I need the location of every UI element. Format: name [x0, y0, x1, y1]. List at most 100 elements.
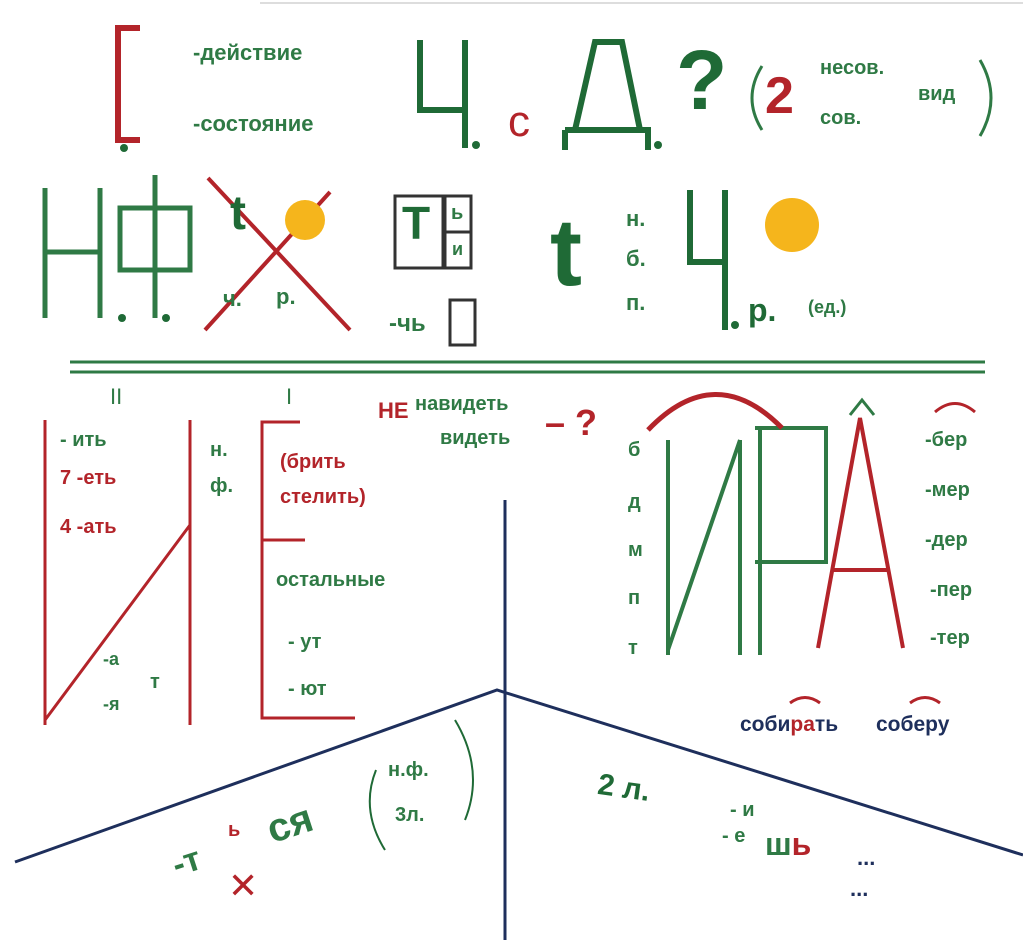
paren-open-bottom — [368, 769, 386, 851]
ending-sh: шь — [765, 828, 811, 860]
dot-d — [654, 141, 662, 149]
letter-i-ira — [666, 439, 742, 655]
box-t — [393, 194, 445, 270]
letter-d-big — [562, 39, 651, 150]
roman-i: I — [286, 384, 293, 409]
label-brit: (брить — [280, 451, 346, 473]
ending-yut: - ют — [288, 678, 327, 700]
dot-ch2 — [731, 321, 739, 329]
label-p-dot: п. — [626, 290, 646, 315]
box-t-letter: Т — [402, 197, 431, 249]
ellipsis-2: ... — [850, 876, 869, 901]
big-t: t — [550, 199, 582, 306]
small-s: с — [508, 97, 530, 146]
crossed-t: t — [230, 187, 246, 240]
arc-over-ira — [646, 392, 784, 432]
root-item: -пер — [930, 579, 973, 601]
letter-n-big — [42, 188, 103, 318]
label-b-dot: б. — [626, 246, 646, 271]
sobirat-part3: ть — [814, 713, 839, 736]
label-navidet: навидеть — [415, 393, 509, 415]
label-videt: видеть — [440, 427, 511, 449]
ending-it: - ить — [60, 429, 107, 451]
label-other: остальные — [276, 569, 386, 591]
hat-over-a — [848, 397, 876, 416]
label-3l: 3л. — [395, 804, 425, 826]
ending-e: - е — [722, 825, 746, 847]
ending-at: 4 -ать — [60, 516, 117, 538]
root-item: -дер — [925, 529, 968, 551]
arc-soberu — [909, 696, 941, 705]
label-r-big: р. — [748, 292, 777, 328]
two-red: 2 — [765, 67, 794, 125]
verb-g-symbol — [115, 25, 140, 143]
label-n-dot: н. — [626, 206, 646, 231]
paren-close-top — [978, 59, 993, 137]
arc-sobirat — [789, 696, 821, 705]
root-item: -мер — [925, 479, 970, 501]
box-i — [443, 230, 473, 270]
box-soft-letter: ь — [451, 202, 464, 224]
box-i-letter: и — [452, 239, 464, 259]
ira-letter: б — [628, 439, 641, 461]
ira-letter: д — [628, 491, 641, 513]
letter-ch-2 — [687, 190, 728, 330]
ira-letter: т — [628, 637, 638, 659]
root-item: -тер — [930, 627, 970, 649]
red-x-mark: ✕ — [228, 865, 259, 906]
ending-ut: - ут — [288, 631, 322, 653]
paren-close-bottom — [454, 719, 474, 821]
label-2l: 2 л. — [595, 768, 653, 808]
ending-a: -а — [103, 649, 120, 669]
smiley-face-2 — [765, 198, 819, 252]
roof-lines — [14, 688, 1023, 864]
ira-letter: м — [628, 539, 643, 561]
dot-f — [162, 314, 170, 322]
bracket-ii — [43, 420, 192, 725]
label-dash-question: – ? — [545, 402, 598, 443]
sh-letter: ш — [765, 826, 792, 862]
ira-letter: п — [628, 587, 641, 609]
letter-r-ira — [755, 426, 828, 655]
letter-ch-big — [417, 40, 468, 148]
example-soberu: соберу — [876, 714, 949, 735]
soberu-part2: ру — [925, 713, 950, 736]
ending-et: 7 -еть — [60, 467, 117, 489]
soberu-part1: собе — [876, 713, 926, 736]
dot-ch — [472, 141, 480, 149]
sh-soft-sign: ь — [791, 826, 812, 862]
label-t-small: т — [150, 671, 160, 693]
label-ne: НЕ — [378, 398, 409, 423]
example-sobirat: собирать — [740, 714, 838, 735]
nf-n: н. — [210, 439, 228, 461]
suffix-soft: ь — [228, 819, 241, 841]
label-action: -действие — [193, 40, 303, 65]
letter-f-big — [117, 175, 193, 318]
label-ch: ч. — [223, 286, 242, 311]
sobirat-part1: соби — [740, 713, 791, 736]
label-r: р. — [276, 284, 296, 309]
label-ch-suffix: -чь — [389, 310, 426, 337]
root-item: -бер — [925, 429, 968, 451]
label-vid: вид — [918, 83, 956, 105]
label-state: -состояние — [193, 111, 314, 136]
label-nf: н.ф. — [388, 759, 429, 781]
label-ed: (ед.) — [808, 297, 847, 317]
smiley-face-1 — [285, 200, 325, 240]
arc-over-roots — [934, 402, 976, 414]
big-question-mark: ? — [676, 33, 728, 127]
bracket-i — [260, 420, 355, 720]
roman-ii: II — [110, 384, 123, 409]
sobirat-part2: ра — [790, 713, 815, 736]
paren-open-top — [750, 65, 764, 131]
dot-n — [118, 314, 126, 322]
empty-box — [448, 298, 477, 347]
label-nesov: несов. — [820, 57, 885, 79]
label-stelit: стелить) — [280, 486, 366, 508]
nf-f: ф. — [210, 475, 234, 497]
ending-i: - и — [730, 799, 755, 821]
dot-g — [120, 144, 128, 152]
ellipsis-1: ... — [857, 845, 876, 870]
label-sov: сов. — [820, 107, 862, 129]
double-divider — [70, 360, 985, 374]
